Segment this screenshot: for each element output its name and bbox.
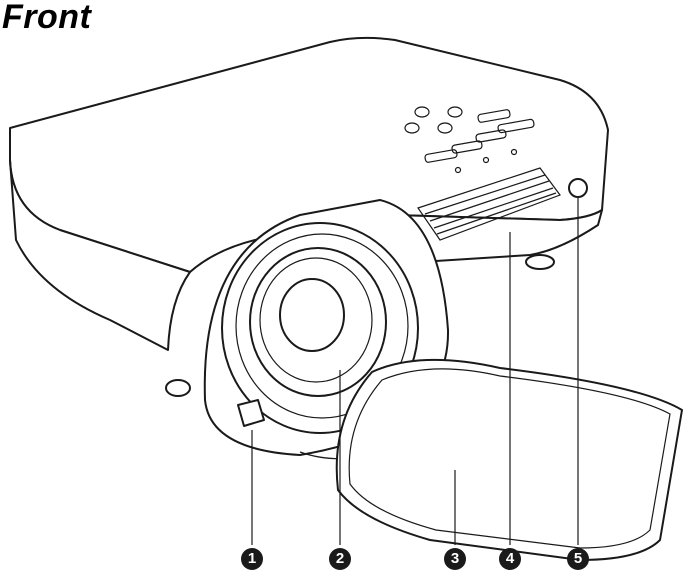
focus-ring-inner [235,233,409,419]
zoom-lever [237,399,265,427]
projector-front-face [9,159,191,351]
lens-cap [335,358,683,561]
callout-1: 1 [241,548,263,570]
exhaust-vent-grille [417,167,561,241]
lens-middle [259,257,373,383]
control-button [477,109,511,123]
ir-receiver [568,178,588,198]
control-button [404,122,420,134]
indicator-light [454,166,462,174]
rear-foot [525,254,555,270]
callout-2: 2 [329,548,351,570]
indicator-light [482,156,490,164]
control-button [414,106,430,118]
callout-5: 5 [567,548,589,570]
projector-right-face [394,209,603,263]
control-button [447,106,463,118]
control-button [437,122,453,134]
tilt-foot [165,379,191,397]
control-button [497,118,535,134]
lens-cap-rim [348,368,671,549]
callout-3: 3 [444,548,466,570]
diagram-title: Front [2,0,92,36]
indicator-light [510,148,518,156]
callout-4: 4 [499,548,521,570]
callout-leaders [251,198,579,545]
lens-glass [279,278,345,352]
control-button [475,129,507,143]
control-button [424,149,458,163]
control-panel [404,106,535,174]
